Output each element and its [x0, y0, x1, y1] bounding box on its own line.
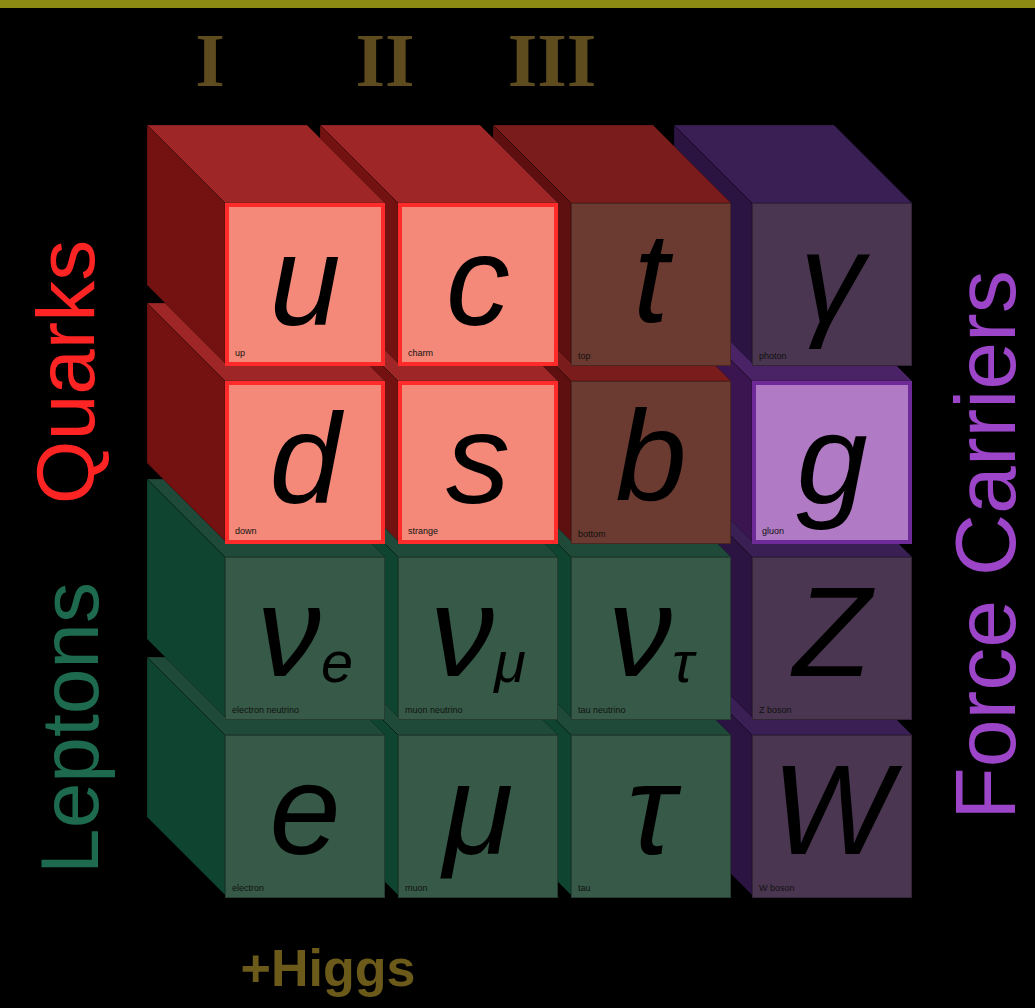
symbol-main: u	[269, 209, 340, 352]
particle-name: electron neutrino	[232, 705, 299, 716]
particle-name: down	[235, 526, 257, 537]
particle-symbol: νe	[257, 568, 353, 696]
particle-symbol: τ	[627, 746, 675, 874]
particle-symbol: u	[269, 217, 340, 345]
symbol-main: c	[446, 209, 510, 352]
symbol-main: d	[269, 387, 340, 530]
symbol-subscript: e	[321, 630, 353, 694]
particle-name: tau neutrino	[578, 705, 626, 716]
symbol-main: W	[772, 738, 893, 881]
particle-symbol: s	[446, 395, 510, 523]
particle-name: photon	[759, 351, 787, 362]
particle-symbol: e	[269, 746, 340, 874]
top-bar	[0, 0, 1035, 8]
particle-name: muon	[405, 883, 428, 894]
particle-name: gluon	[762, 526, 784, 537]
particle-cube: g gluon	[752, 381, 912, 544]
particle-name: charm	[408, 348, 433, 359]
cube-side-face	[147, 125, 225, 363]
particle-symbol: W	[772, 746, 893, 874]
particle-name: up	[235, 348, 245, 359]
symbol-main: b	[615, 384, 686, 527]
particle-cube: γ photon	[752, 203, 912, 366]
particle-symbol: c	[446, 217, 510, 345]
particle-cube: W W boson	[752, 735, 912, 898]
particle-symbol: μ	[443, 746, 513, 874]
particle-symbol: γ	[800, 214, 864, 342]
particle-name: top	[578, 351, 591, 362]
particle-cube: ντ tau neutrino	[571, 557, 731, 720]
particle-symbol: Z	[793, 568, 871, 696]
particle-name: muon neutrino	[405, 705, 463, 716]
particle-symbol: d	[269, 395, 340, 523]
particle-symbol: ντ	[608, 568, 694, 696]
group-heading: Force Carriers	[942, 270, 1028, 820]
symbol-main: ν	[608, 560, 672, 703]
group-heading: Quarks	[25, 240, 107, 504]
particle-cube: ZZ boson	[752, 557, 912, 720]
symbol-main: ν	[430, 560, 494, 703]
particle-cube: bbottom	[571, 381, 731, 544]
particle-name: electron	[232, 883, 264, 894]
particle-name: Z boson	[759, 705, 792, 716]
generation-numeral: III	[508, 22, 597, 98]
symbol-main: e	[269, 738, 340, 881]
particle-name: W boson	[759, 883, 795, 894]
particle-cube: t top	[571, 203, 731, 366]
particle-cube: s strange	[398, 381, 558, 544]
symbol-subscript: μ	[494, 630, 526, 694]
particle-symbol: b	[615, 392, 686, 520]
symbol-main: Z	[793, 560, 871, 703]
symbol-main: τ	[627, 738, 675, 881]
particle-cube: νμ muon neutrino	[398, 557, 558, 720]
particle-symbol: g	[796, 395, 867, 523]
particle-name: strange	[408, 526, 438, 537]
generation-numeral: II	[355, 22, 414, 98]
group-heading: Leptons	[29, 582, 111, 874]
particle-cube: νe electron neutrino	[225, 557, 385, 720]
particle-cube: τ tau	[571, 735, 731, 898]
symbol-subscript: τ	[672, 630, 694, 694]
particle-name: tau	[578, 883, 591, 894]
particle-cube: u up	[225, 203, 385, 366]
particle-cube: c charm	[398, 203, 558, 366]
symbol-main: γ	[800, 206, 864, 349]
symbol-main: ν	[257, 560, 321, 703]
particle-symbol: t	[633, 214, 669, 342]
symbol-main: t	[633, 206, 669, 349]
particle-symbol: νμ	[430, 568, 526, 696]
particle-cube: d down	[225, 381, 385, 544]
particle-cube: e electron	[225, 735, 385, 898]
particle-cube: μ muon	[398, 735, 558, 898]
symbol-main: s	[446, 387, 510, 530]
generation-numeral: I	[195, 22, 225, 98]
symbol-main: μ	[443, 738, 513, 881]
symbol-main: g	[796, 387, 867, 530]
particle-name: bottom	[578, 529, 606, 540]
higgs-note: +Higgs	[241, 942, 416, 994]
